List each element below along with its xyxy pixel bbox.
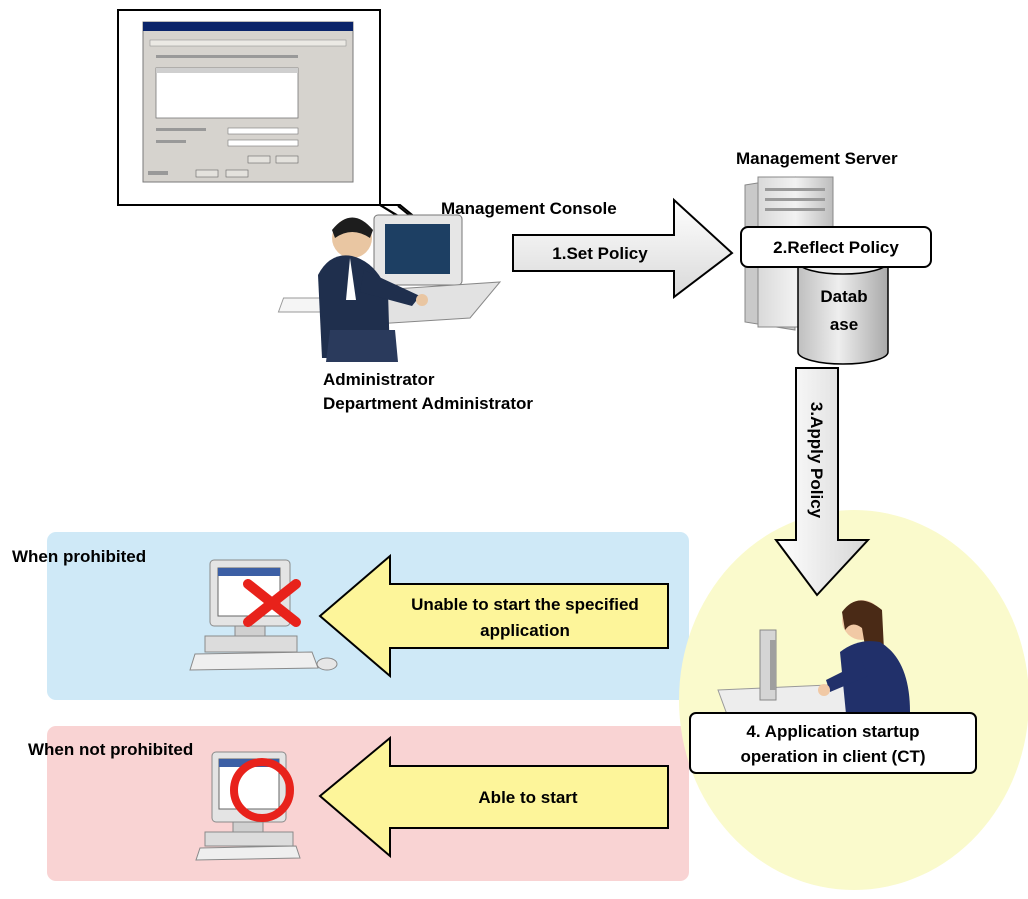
allowed-pc: [195, 751, 301, 861]
management-server-label: Management Server: [736, 149, 898, 168]
deny-x-icon: [243, 579, 301, 627]
able-label: Able to start: [478, 788, 578, 807]
startup-label-line1: 4. Application startup: [746, 722, 919, 741]
database-label-line2: ase: [830, 315, 858, 334]
unable-label-line1: Unable to start the specified: [411, 595, 639, 614]
set-policy-arrow: 1.Set Policy: [512, 197, 734, 300]
reflect-policy-box: 2.Reflect Policy: [740, 226, 932, 268]
settings-window-thumbnail: [142, 21, 354, 183]
administrator-figure: [277, 214, 502, 362]
when-prohibited-label: When prohibited: [12, 547, 146, 566]
prohibited-pc: [189, 559, 338, 671]
able-to-start-arrow: Able to start: [318, 735, 669, 859]
department-administrator-label: Department Administrator: [323, 394, 533, 413]
when-not-prohibited-label: When not prohibited: [28, 740, 193, 759]
startup-label-line2: operation in client (CT): [740, 747, 925, 766]
unable-label-line2: application: [480, 621, 570, 640]
apply-policy-label: 3.Apply Policy: [807, 402, 826, 519]
management-console-label: Management Console: [441, 199, 617, 218]
reflect-policy-label: 2.Reflect Policy: [773, 238, 899, 257]
unable-to-start-arrow: Unable to start the specified applicatio…: [318, 553, 669, 679]
database-label-line1: Datab: [820, 287, 867, 306]
apply-policy-arrow: 3.Apply Policy: [774, 367, 871, 597]
set-policy-label: 1.Set Policy: [552, 244, 648, 263]
startup-operation-box: 4. Application startup operation in clie…: [689, 712, 977, 774]
allow-circle-icon: [230, 758, 294, 822]
administrator-label: Administrator: [323, 370, 435, 389]
